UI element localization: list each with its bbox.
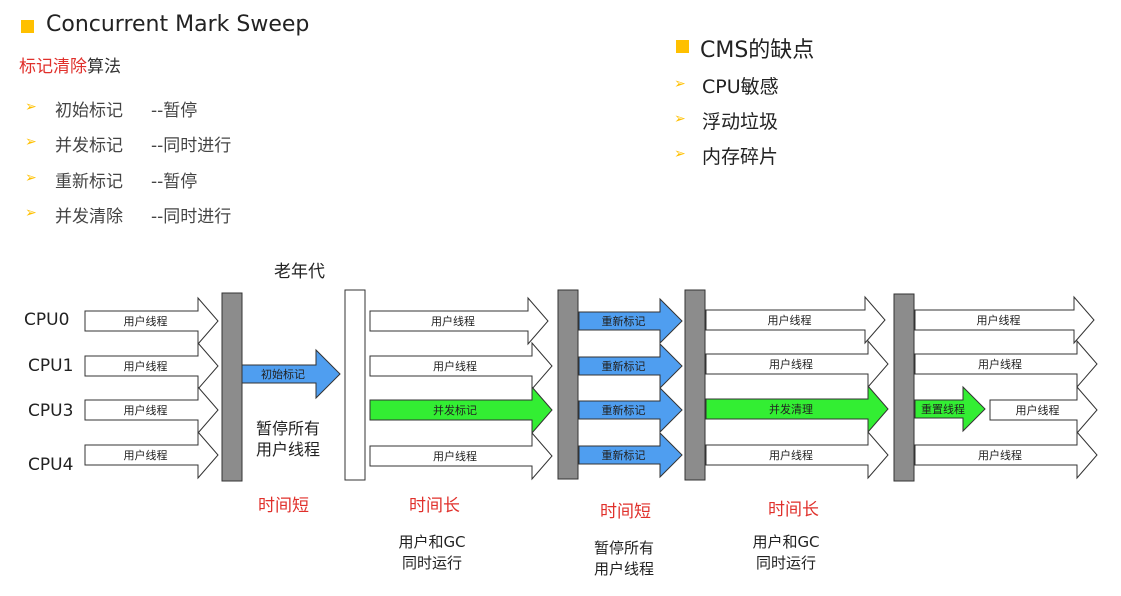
user-thread-arrow-label: 用户线程 <box>124 403 168 417</box>
pause-line2: 用户线程 <box>255 440 320 459</box>
pause-line1: 暂停所有 <box>255 419 320 438</box>
initial-mark-arrow <box>241 348 341 400</box>
time-long-2: 时间长 <box>768 500 819 520</box>
remark-arrow <box>578 297 683 345</box>
concurrent-label-2: 用户和GC 同时运行 <box>742 532 830 574</box>
page-title: Concurrent Mark Sweep <box>46 12 310 37</box>
user-thread-arrow <box>369 431 553 481</box>
pause-bar-remark-start <box>557 289 579 480</box>
concurrent-sweep-arrow-label: 并发清理 <box>769 402 813 416</box>
user-thread-arrow-label: 用户线程 <box>1016 403 1060 417</box>
user-thread-arrow-label: 用户线程 <box>124 359 168 373</box>
remark-arrow <box>578 342 683 390</box>
concurrent-mark-arrow <box>369 385 553 435</box>
algorithm-subtitle: 标记清除算法 <box>19 52 121 77</box>
step-arrow-icon: ➢ <box>25 134 37 150</box>
concurrent-line1: 用户和GC <box>398 533 466 551</box>
user-thread-arrow-label: 用户线程 <box>124 448 168 462</box>
step-name: 并发标记 <box>55 136 123 156</box>
pause-label-1: 暂停所有 用户线程 <box>245 418 331 460</box>
user-thread-arrow <box>989 385 1098 435</box>
title-bullet-icon <box>21 20 34 33</box>
remark-arrow-label: 重新标记 <box>602 359 646 373</box>
concurrent-mark-arrow-label: 并发标记 <box>433 403 477 417</box>
user-thread-arrow-label: 用户线程 <box>124 314 168 328</box>
con-arrow-icon: ➢ <box>674 146 686 162</box>
step-desc: --暂停 <box>151 172 198 192</box>
concurrent-line2: 同时运行 <box>401 554 462 572</box>
user-thread-arrow <box>914 430 1098 480</box>
step-name: 初始标记 <box>55 101 123 121</box>
user-thread-arrow <box>705 430 889 480</box>
user-thread-arrow <box>705 295 886 345</box>
user-thread-arrow-label: 用户线程 <box>769 448 813 462</box>
cpu-label: CPU1 <box>28 356 74 376</box>
time-short-1: 时间短 <box>258 496 309 516</box>
user-thread-arrow-label: 用户线程 <box>433 359 477 373</box>
pause-bar-reset <box>893 293 915 482</box>
step-name: 重新标记 <box>55 172 123 192</box>
cpu-label: CPU4 <box>28 455 74 475</box>
user-thread-arrow-label: 用户线程 <box>769 357 813 371</box>
user-thread-arrow <box>84 430 219 480</box>
user-thread-arrow <box>914 295 1095 345</box>
reset-thread-arrow <box>914 385 986 433</box>
remark-arrow-label: 重新标记 <box>602 403 646 417</box>
pause2-line2: 用户线程 <box>593 560 654 578</box>
user-thread-arrow-label: 用户线程 <box>431 314 475 328</box>
user-thread-arrow-label: 用户线程 <box>768 313 812 327</box>
subtitle-highlight: 标记清除 <box>19 57 87 77</box>
time-short-2: 时间短 <box>600 502 651 522</box>
step-name: 并发清除 <box>55 207 123 227</box>
user-thread-arrow <box>84 341 219 391</box>
pause-label-2: 暂停所有 用户线程 <box>580 538 668 580</box>
concurrent-label-1: 用户和GC 同时运行 <box>388 532 476 574</box>
user-thread-arrow-label: 用户线程 <box>433 449 477 463</box>
initial-mark-arrow-label: 初始标记 <box>261 367 305 381</box>
step-arrow-icon: ➢ <box>25 99 37 115</box>
user-thread-arrow <box>369 341 553 391</box>
user-thread-arrow <box>914 339 1098 389</box>
remark-arrow-label: 重新标记 <box>602 314 646 328</box>
cpu-label: CPU3 <box>28 401 74 421</box>
remark-arrow <box>578 431 683 479</box>
con-item: 浮动垃圾 <box>702 111 779 133</box>
user-thread-arrow-label: 用户线程 <box>977 313 1021 327</box>
con-arrow-icon: ➢ <box>674 76 686 92</box>
user-thread-arrow <box>705 339 889 389</box>
pause-bar-remark-end <box>684 289 706 481</box>
time-long-1: 时间长 <box>409 496 460 516</box>
user-thread-arrow <box>84 385 219 435</box>
step-desc: --同时进行 <box>151 207 232 227</box>
con-item: CPU敏感 <box>702 76 779 98</box>
user-thread-arrow <box>84 296 219 346</box>
cms-cons-bullet-icon <box>676 40 689 53</box>
remark-arrow <box>578 386 683 434</box>
step-desc: --暂停 <box>151 101 198 121</box>
pause-bar-initial <box>221 292 243 482</box>
step-desc: --同时进行 <box>151 136 232 156</box>
step-arrow-icon: ➢ <box>25 170 37 186</box>
subtitle-rest: 算法 <box>87 57 121 77</box>
con-item: 内存碎片 <box>702 146 779 168</box>
concurrent2-line2: 同时运行 <box>755 554 816 572</box>
remark-arrow-label: 重新标记 <box>602 448 646 462</box>
cms-cons-title: CMS的缺点 <box>700 38 815 63</box>
user-thread-arrow <box>369 296 549 346</box>
con-arrow-icon: ➢ <box>674 111 686 127</box>
old-generation-label: 老年代 <box>274 262 325 282</box>
step-arrow-icon: ➢ <box>25 205 37 221</box>
reset-thread-arrow-label: 重置线程 <box>921 402 965 416</box>
user-thread-arrow-label: 用户线程 <box>978 448 1022 462</box>
concurrent-sweep-arrow <box>705 384 889 434</box>
user-thread-arrow-label: 用户线程 <box>978 357 1022 371</box>
cpu-label: CPU0 <box>24 310 70 330</box>
concurrent-bar-white <box>344 289 366 481</box>
concurrent2-line1: 用户和GC <box>752 533 820 551</box>
pause2-line1: 暂停所有 <box>593 539 654 557</box>
